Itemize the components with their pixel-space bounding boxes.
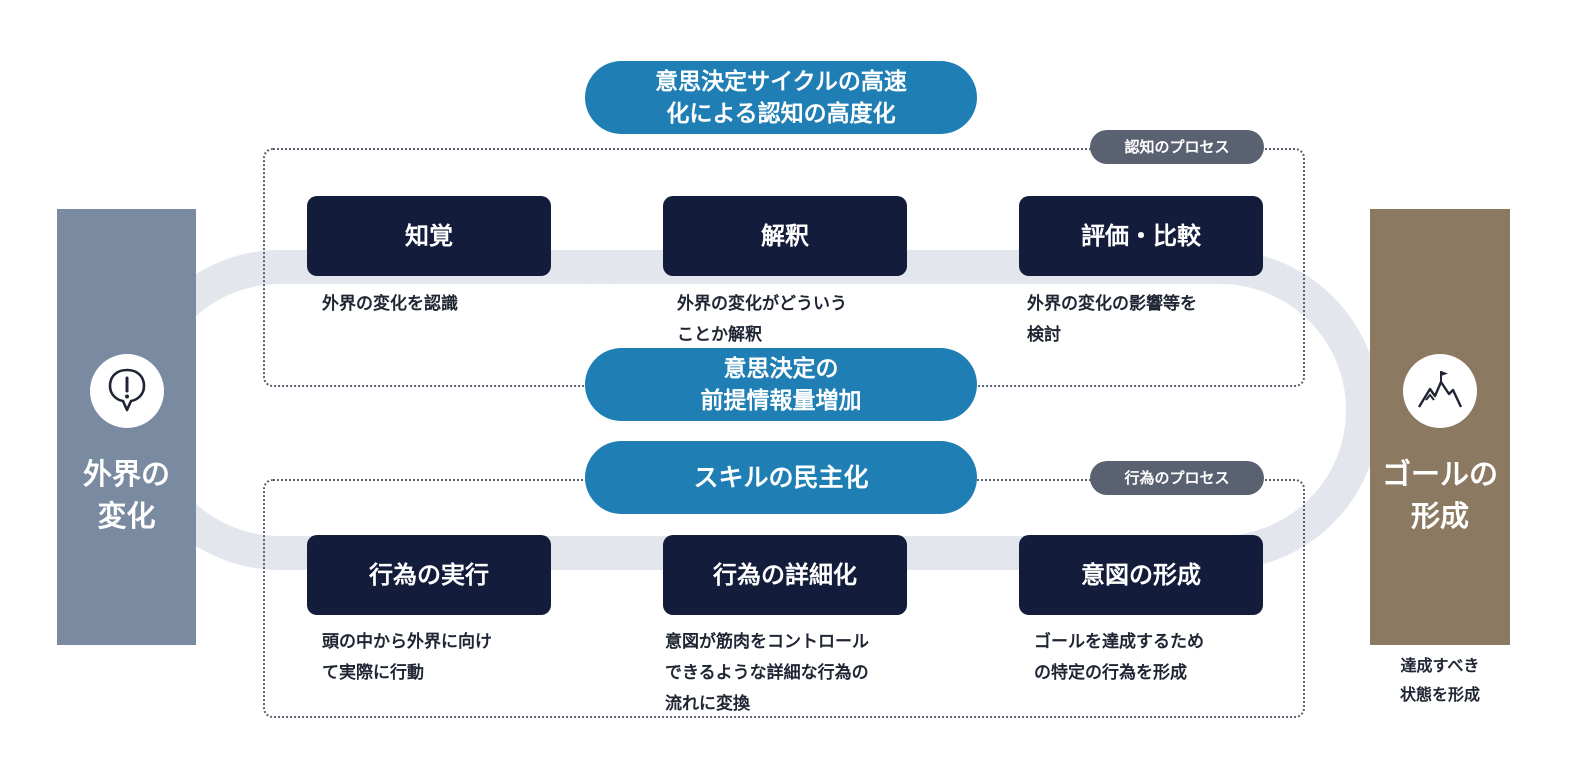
desc-line: 流れに変換: [665, 694, 750, 714]
pill-line: 意思決定サイクルの高速: [655, 68, 907, 95]
goal-caption: 達成すべき 状態を形成: [1370, 651, 1510, 709]
step-interpretation-desc: 外界の変化がどういう ことか解釈: [677, 289, 847, 351]
external-change-panel: 外界の 変化: [57, 209, 196, 645]
pill-line: 意思決定の: [723, 355, 839, 382]
speech-bubble-exclamation-icon: [108, 368, 145, 412]
step-execution: 行為の実行: [307, 535, 551, 615]
action-process-tag: 行為のプロセス: [1090, 461, 1264, 495]
desc-line: 外界の変化の影響等を: [1027, 294, 1197, 314]
chevron-right-icon: [583, 249, 638, 285]
pill-line: 前提情報量増加: [700, 387, 862, 414]
step-specification: 行為の詳細化: [663, 535, 907, 615]
step-execution-desc: 頭の中から外界に向け て実際に行動: [322, 627, 492, 689]
decision-speed-pill: 意思決定サイクルの高速 化による認知の高度化: [585, 61, 977, 134]
step-specification-desc: 意図が筋肉をコントロール できるような詳細な行為の 流れに変換: [665, 627, 869, 720]
external-change-icon-badge: [89, 354, 164, 428]
goal-formation-label-line: ゴールの: [1381, 457, 1498, 491]
desc-line: 意図が筋肉をコントロール: [665, 632, 869, 652]
goal-caption-line: 状態を形成: [1399, 685, 1480, 704]
desc-line: 頭の中から外界に向け: [322, 632, 492, 652]
mountain-flag-icon: [1417, 371, 1463, 408]
goal-formation-label-line: 形成: [1410, 499, 1469, 533]
skill-democratization-pill: スキルの民主化: [585, 441, 977, 514]
goal-icon-badge: [1403, 354, 1477, 428]
chevron-left-icon: [968, 535, 1023, 571]
desc-line: の特定の行為を形成: [1034, 663, 1187, 683]
external-change-label-line: 外界の: [82, 457, 170, 491]
desc-line: 検討: [1027, 325, 1061, 345]
desc-line: て実際に行動: [322, 663, 424, 683]
goal-formation-label: ゴールの 形成: [1370, 453, 1510, 537]
step-intention: 意図の形成: [1019, 535, 1263, 615]
step-perception-desc: 外界の変化を認識: [322, 289, 458, 320]
goal-caption-line: 達成すべき: [1400, 656, 1480, 675]
external-change-label: 外界の 変化: [57, 453, 196, 537]
step-interpretation: 解釈: [663, 196, 907, 276]
step-evaluation-desc: 外界の変化の影響等を 検討: [1027, 289, 1197, 351]
decision-info-pill: 意思決定の 前提情報量増加: [585, 348, 977, 421]
pill-line: スキルの民主化: [693, 462, 869, 492]
desc-line: ゴールを達成するため: [1034, 632, 1204, 652]
pill-line: 化による認知の高度化: [666, 100, 896, 127]
external-change-label-line: 変化: [97, 499, 156, 533]
desc-line: できるような詳細な行為の: [665, 663, 869, 683]
cognition-process-tag: 認知のプロセス: [1090, 130, 1264, 164]
desc-line: 外界の変化がどういう: [677, 294, 847, 314]
desc-line: ことか解釈: [677, 325, 762, 345]
goal-formation-panel: ゴールの 形成: [1370, 209, 1510, 645]
step-perception: 知覚: [307, 196, 551, 276]
step-intention-desc: ゴールを達成するため の特定の行為を形成: [1034, 627, 1204, 689]
desc-line: 外界の変化を認識: [322, 294, 458, 314]
step-evaluation: 評価・比較: [1019, 196, 1263, 276]
